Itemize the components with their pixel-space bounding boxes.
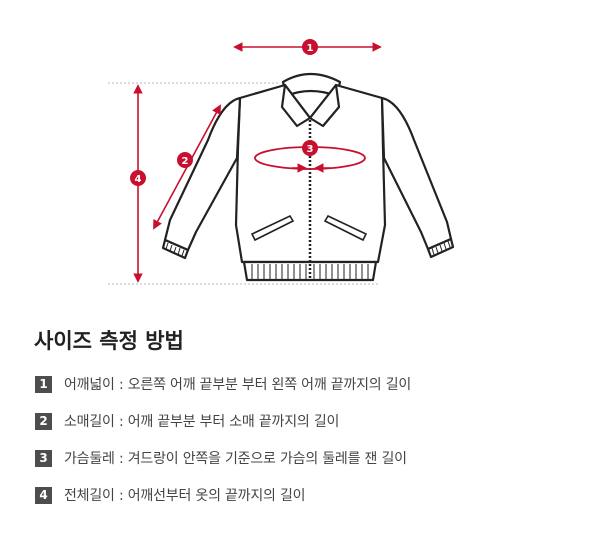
list-item: 1 어깨넓이 : 오른쪽 어깨 끝부분 부터 왼쪽 어깨 끝까지의 길이	[35, 375, 411, 393]
item-number-badge: 4	[35, 486, 52, 504]
item-description: 가슴둘레 : 겨드랑이 안쪽을 기준으로 가슴의 둘레를 잰 길이	[64, 451, 407, 467]
marker-3: 3	[302, 140, 318, 156]
item-description: 전체길이 : 어깨선부터 옷의 끝까지의 길이	[64, 488, 306, 504]
jacket-right-collar	[308, 83, 341, 128]
right-pocket	[323, 214, 368, 242]
waistband-ribbing	[251, 264, 369, 279]
jacket-right-sleeve	[380, 96, 453, 251]
list-item: 3 가슴둘레 : 겨드랑이 안쪽을 기준으로 가슴의 둘레를 잰 길이	[35, 449, 411, 467]
marker-1: 1	[302, 39, 318, 55]
svg-text:3: 3	[307, 144, 314, 155]
jacket-left-sleeve	[163, 96, 242, 252]
marker-4: 4	[130, 170, 146, 186]
list-item: 4 전체길이 : 어깨선부터 옷의 끝까지의 길이	[35, 486, 411, 504]
item-number-badge: 1	[35, 375, 52, 393]
item-description: 어깨넓이 : 오른쪽 어깨 끝부분 부터 왼쪽 어깨 끝까지의 길이	[64, 377, 412, 393]
svg-text:4: 4	[135, 174, 142, 185]
item-number-badge: 3	[35, 449, 52, 467]
measurement-list: 1 어깨넓이 : 오른쪽 어깨 끝부분 부터 왼쪽 어깨 끝까지의 길이 2 소…	[35, 375, 411, 523]
jacket-waistband	[242, 260, 378, 282]
svg-text:2: 2	[182, 156, 189, 167]
cuff-ribbing	[165, 240, 451, 257]
jacket-measurement-diagram: 1 2 3 4	[108, 39, 455, 285]
section-title: 사이즈 측정 방법	[34, 329, 184, 353]
jacket-left-collar	[280, 83, 312, 128]
marker-2: 2	[177, 152, 193, 168]
item-description: 소매길이 : 어깨 끝부분 부터 소매 끝까지의 길이	[64, 414, 340, 430]
pockets	[250, 214, 368, 242]
svg-text:1: 1	[307, 43, 314, 54]
left-pocket	[250, 214, 295, 242]
jacket-illustration	[161, 72, 455, 282]
item-number-badge: 2	[35, 412, 52, 430]
list-item: 2 소매길이 : 어깨 끝부분 부터 소매 끝까지의 길이	[35, 412, 411, 430]
